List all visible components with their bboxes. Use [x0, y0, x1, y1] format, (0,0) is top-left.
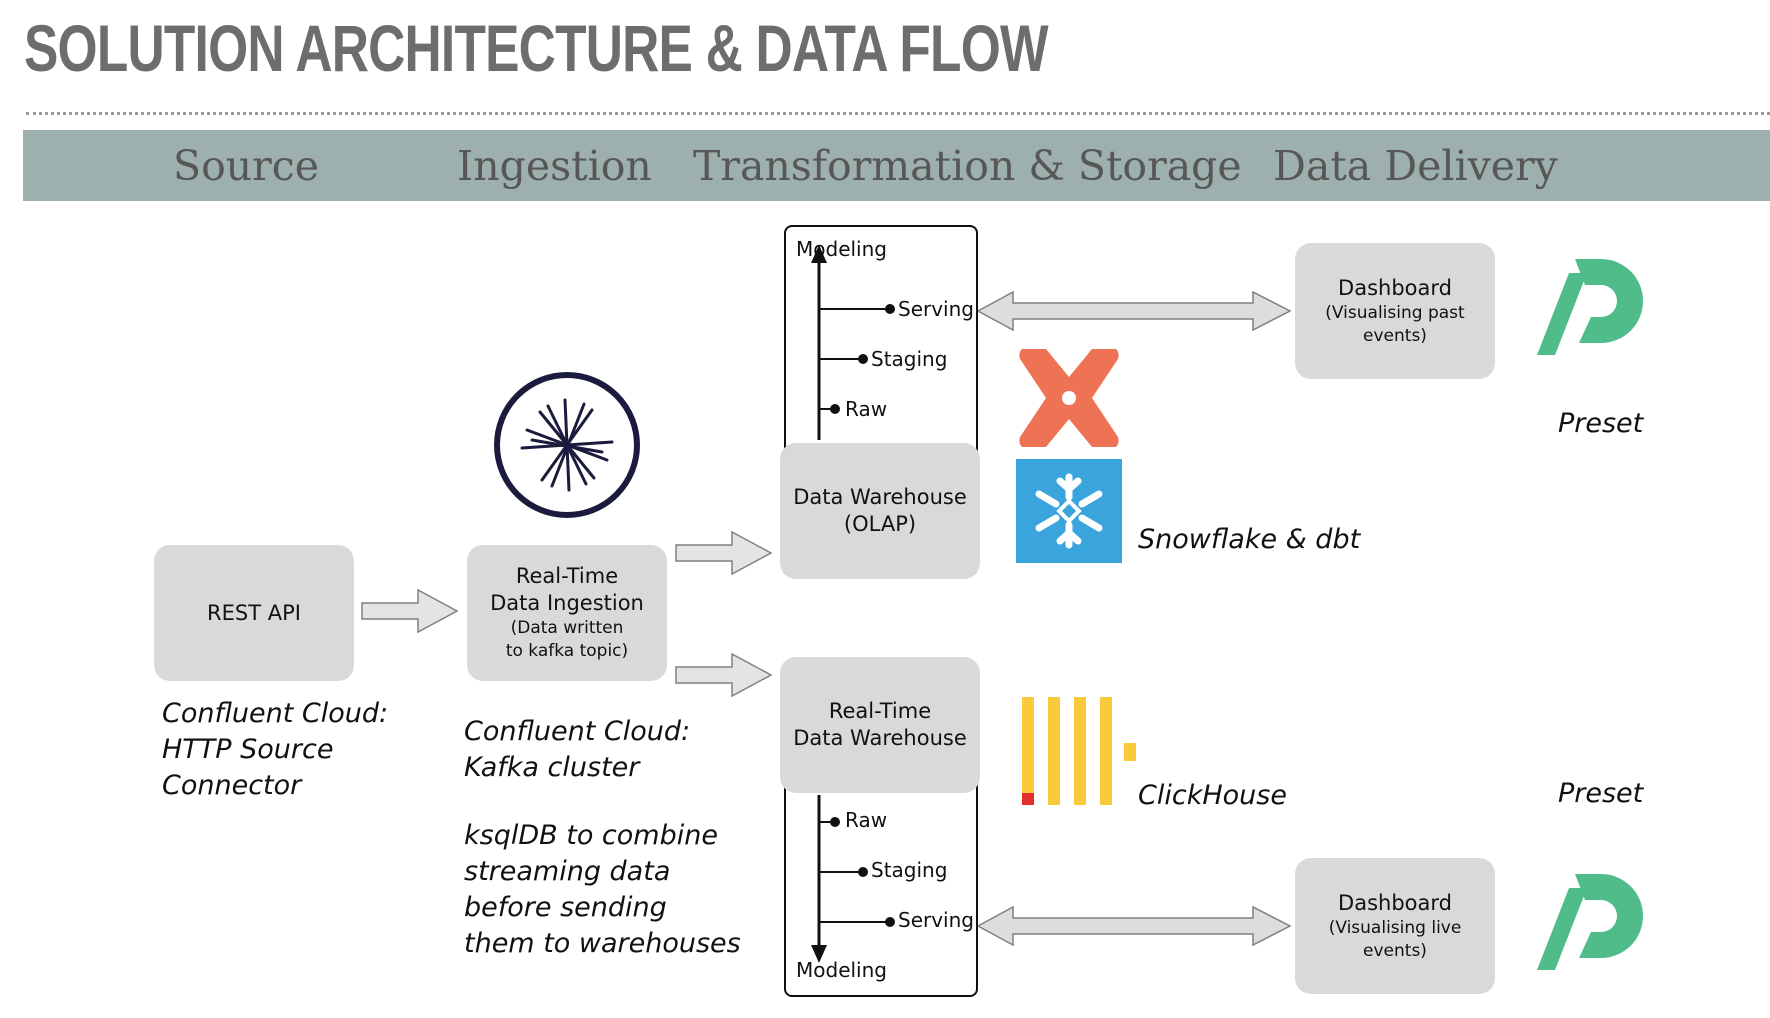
realtime-layer-axis	[811, 795, 895, 963]
realtime-warehouse-box: Real-Time Data Warehouse	[780, 657, 980, 793]
arrow-ingestion-to-realtime	[675, 652, 773, 698]
dashboard-sub-line: events)	[1363, 940, 1427, 961]
dashboard-title: Dashboard	[1338, 890, 1452, 915]
realtime-layer-serving: Serving	[898, 908, 974, 932]
preset-logo-icon	[1537, 259, 1643, 355]
ingestion-caption: Confluent Cloud: Kafka cluster	[464, 714, 690, 786]
warehouse-layer-raw: Raw	[845, 397, 888, 421]
page-title: SOLUTION ARCHITECTURE & DATA FLOW	[24, 11, 1049, 85]
data-warehouse-box: Data Warehouse (OLAP)	[780, 443, 980, 579]
data-warehouse-label-line: (OLAP)	[843, 512, 917, 536]
preset-label-top: Preset	[1558, 408, 1644, 439]
ksqldb-caption-line: them to warehouses	[464, 928, 741, 959]
preset-logo-icon	[1537, 874, 1643, 970]
clickhouse-logo-icon	[1022, 697, 1136, 805]
realtime-warehouse-label-line: Real-Time	[828, 699, 932, 723]
rest-api-box: REST API	[154, 545, 354, 681]
arrow-serving-dashboard-bottom	[976, 905, 1292, 947]
phase-source: Source	[173, 142, 320, 190]
ksqldb-caption-line: streaming data	[464, 856, 671, 887]
warehouse-layer-serving: Serving	[898, 297, 974, 321]
phase-ingestion: Ingestion	[457, 142, 652, 190]
phase-data-delivery: Data Delivery	[1273, 142, 1558, 190]
warehouse-modeling-title: Modeling	[796, 237, 887, 261]
snowflake-dbt-label: Snowflake & dbt	[1138, 524, 1361, 555]
preset-label-bottom: Preset	[1558, 778, 1644, 809]
ksqldb-caption: ksqlDB to combine streaming data before …	[464, 818, 741, 962]
phase-transformation-storage: Transformation & Storage	[693, 142, 1242, 190]
ingestion-sub-line: (Data written	[510, 618, 624, 638]
dashboard-title: Dashboard	[1338, 275, 1452, 300]
warehouse-modeling-frame	[784, 225, 978, 459]
ingestion-sub-line: to kafka topic)	[505, 641, 629, 661]
source-caption-line: HTTP Source	[162, 734, 334, 765]
clickhouse-label: ClickHouse	[1138, 780, 1287, 811]
realtime-ingestion-box: Real-Time Data Ingestion (Data written t…	[467, 545, 667, 681]
ksqldb-caption-line: before sending	[464, 892, 667, 923]
data-warehouse-label-line: Data Warehouse	[793, 485, 967, 509]
dbt-logo-icon	[1019, 349, 1119, 447]
ingestion-caption-line: Kafka cluster	[464, 752, 640, 783]
source-caption-line: Confluent Cloud:	[162, 698, 389, 729]
ingestion-title-line: Data Ingestion	[490, 591, 644, 615]
divider	[26, 112, 1770, 115]
realtime-warehouse-label-line: Data Warehouse	[793, 726, 967, 750]
ksqldb-caption-line: ksqlDB to combine	[464, 820, 718, 851]
arrow-serving-dashboard-top	[976, 290, 1292, 332]
realtime-layer-raw: Raw	[845, 808, 888, 832]
dashboard-live-events-box: Dashboard (Visualising live events)	[1295, 858, 1495, 994]
realtime-layer-staging: Staging	[871, 858, 948, 882]
realtime-modeling-title: Modeling	[796, 958, 887, 982]
source-caption-line: Connector	[162, 770, 302, 801]
dashboard-sub-line: (Visualising live	[1328, 917, 1462, 938]
phase-header-band: Source Ingestion Transformation & Storag…	[23, 130, 1770, 201]
dashboard-sub-line: events)	[1363, 325, 1427, 346]
dashboard-sub-line: (Visualising past	[1325, 302, 1465, 323]
ingestion-title-line: Real-Time	[515, 564, 619, 588]
rest-api-label: REST API	[207, 600, 301, 625]
confluent-logo-icon	[494, 372, 640, 518]
arrow-source-to-ingestion	[361, 588, 459, 634]
realtime-modeling-frame	[784, 765, 978, 997]
warehouse-layer-staging: Staging	[871, 347, 948, 371]
source-caption: Confluent Cloud: HTTP Source Connector	[162, 696, 388, 804]
arrow-ingestion-to-warehouse	[675, 530, 773, 576]
warehouse-layer-axis	[811, 245, 895, 440]
dashboard-past-events-box: Dashboard (Visualising past events)	[1295, 243, 1495, 379]
ingestion-caption-line: Confluent Cloud:	[464, 716, 691, 747]
snowflake-logo-icon	[1016, 459, 1122, 563]
